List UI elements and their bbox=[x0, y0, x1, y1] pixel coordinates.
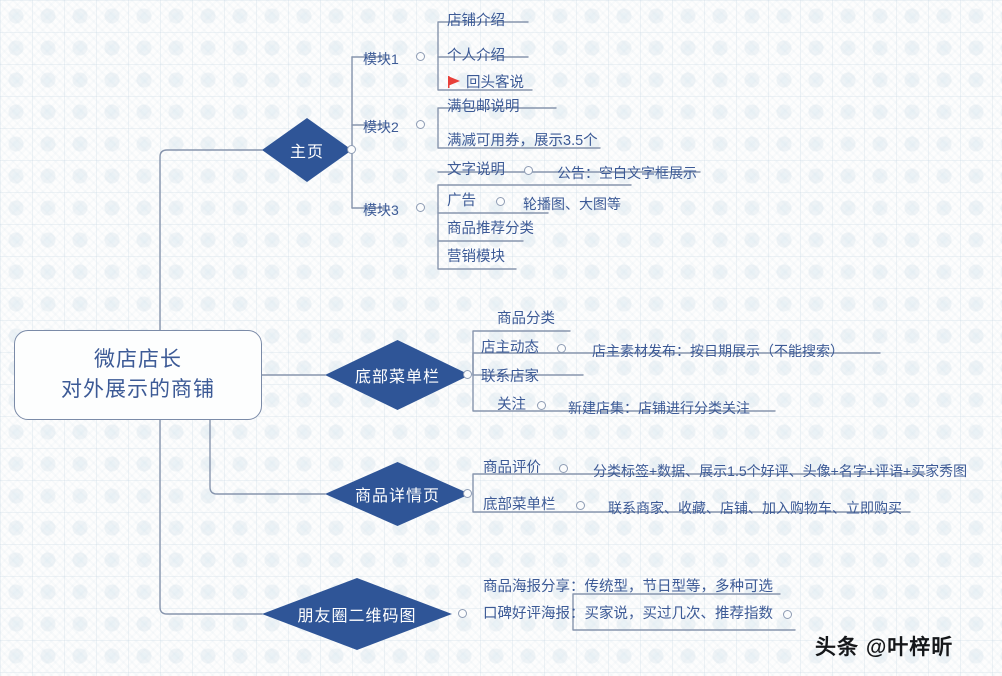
connector-dot-owner-feed bbox=[557, 344, 566, 353]
leaf-follow[interactable]: 关注 bbox=[497, 397, 526, 413]
branch-label-homepage: 主页 bbox=[289, 144, 324, 161]
leaf-free-shipping[interactable]: 满包邮说明 bbox=[447, 99, 520, 115]
branch-node-bottom-menu[interactable]: 底部菜单栏 bbox=[325, 340, 470, 410]
wire-bm-item4 bbox=[472, 374, 776, 412]
group-label-mod2: 模块2 bbox=[363, 119, 399, 135]
leaf-advertisement[interactable]: 广告 bbox=[447, 193, 476, 209]
leaf-contact-shop[interactable]: 联系店家 bbox=[481, 369, 539, 385]
branch-node-homepage[interactable]: 主页 bbox=[262, 118, 352, 182]
leaf-shop-intro[interactable]: 店铺介绍 bbox=[447, 13, 505, 29]
leaf-personal-intro[interactable]: 个人介绍 bbox=[447, 48, 505, 64]
branch-label-bottom-menu: 底部菜单栏 bbox=[354, 369, 440, 386]
leaf-poster-share[interactable]: 商品海报分享：传统型，节日型等，多种可选 bbox=[483, 579, 773, 595]
wire-mod1-item1 bbox=[437, 21, 529, 58]
root-node-line2: 对外展示的商铺 bbox=[61, 378, 215, 401]
leaf-product-category[interactable]: 商品分类 bbox=[497, 311, 555, 327]
leaf-owner-feed[interactable]: 店主动态 bbox=[481, 340, 539, 356]
group-label-mod1: 模块1 bbox=[363, 51, 399, 67]
branch-node-qrcode-share[interactable]: 朋友圈二维码图 bbox=[262, 578, 452, 650]
wire-bm-item2 bbox=[472, 352, 881, 376]
wire-qr-item2 bbox=[572, 613, 796, 631]
connector-dot-qrcode-share bbox=[458, 609, 467, 618]
detail-detail-bottom-menu[interactable]: 联系商家、收藏、店铺、加入购物车、立即购买 bbox=[608, 500, 902, 516]
leaf-detail-bottom-menu[interactable]: 底部菜单栏 bbox=[483, 497, 556, 513]
branch-node-product-detail[interactable]: 商品详情页 bbox=[325, 462, 470, 526]
connector-dot-bottom-menu bbox=[463, 370, 472, 379]
root-node[interactable]: 微店店长 对外展示的商铺 bbox=[14, 330, 262, 420]
wire-root-to-product-detail bbox=[209, 417, 326, 495]
connector-dot-follow bbox=[537, 401, 546, 410]
wire-pd-item2 bbox=[472, 493, 911, 513]
connector-dot-mod3 bbox=[416, 203, 425, 212]
wire-mod2-item1 bbox=[437, 107, 557, 126]
leaf-product-review[interactable]: 商品评价 bbox=[483, 460, 541, 476]
leaf-text-note[interactable]: 文字说明 bbox=[447, 162, 505, 178]
connector-dot-product-detail bbox=[463, 489, 472, 498]
leaf-product-recommend-category[interactable]: 商品推荐分类 bbox=[447, 221, 534, 237]
root-node-line1: 微店店长 bbox=[94, 348, 182, 372]
wire-pd-item1 bbox=[472, 473, 926, 495]
connector-dot-product-review bbox=[559, 464, 568, 473]
detail-product-review[interactable]: 分类标签+数据、展示1.5个好评、头像+名字+评语+买家秀图 bbox=[593, 463, 968, 479]
wire-mod3-item1 bbox=[437, 184, 632, 209]
branch-label-product-detail: 商品详情页 bbox=[354, 488, 440, 505]
leaf-returning-customer[interactable]: 回头客说 bbox=[466, 75, 524, 91]
branch-label-qrcode-share: 朋友圈二维码图 bbox=[297, 608, 417, 625]
connector-dot-text-note bbox=[524, 166, 533, 175]
wire-root-to-qrcode bbox=[159, 419, 263, 615]
group-label-mod3: 模块3 bbox=[363, 202, 399, 218]
wire-qr-item1 bbox=[572, 593, 781, 615]
connector-dot-detail-bottom-menu bbox=[576, 501, 585, 510]
detail-text-note[interactable]: 公告：空白文字框展示 bbox=[557, 165, 697, 181]
red-flag-icon bbox=[448, 76, 460, 88]
leaf-marketing-module[interactable]: 营销模块 bbox=[447, 249, 505, 265]
detail-follow[interactable]: 新建店集：店铺进行分类关注 bbox=[568, 400, 750, 416]
connector-dot-mod2 bbox=[416, 120, 425, 129]
connector-dot-homepage bbox=[347, 145, 356, 154]
wire-root-to-homepage bbox=[159, 149, 263, 381]
connector-dot-advertisement bbox=[496, 197, 505, 206]
detail-advertisement[interactable]: 轮播图、大图等 bbox=[523, 196, 621, 212]
leaf-review-poster[interactable]: 口碑好评海报：买家说，买过几次、推荐指数 bbox=[483, 606, 773, 622]
wire-mod1-item3 bbox=[437, 56, 533, 91]
leaf-coupon[interactable]: 满减可用券，展示3.5个 bbox=[447, 133, 598, 149]
wire-mod2-item2 bbox=[437, 124, 601, 149]
connector-dot-mod1 bbox=[416, 52, 425, 61]
wire-mod3-item4 bbox=[437, 240, 517, 270]
connector-dot-review-poster bbox=[783, 610, 792, 619]
watermark-text: 头条 @叶梓昕 bbox=[815, 636, 954, 659]
detail-owner-feed[interactable]: 店主素材发布：按日期展示（不能搜索） bbox=[592, 343, 844, 359]
